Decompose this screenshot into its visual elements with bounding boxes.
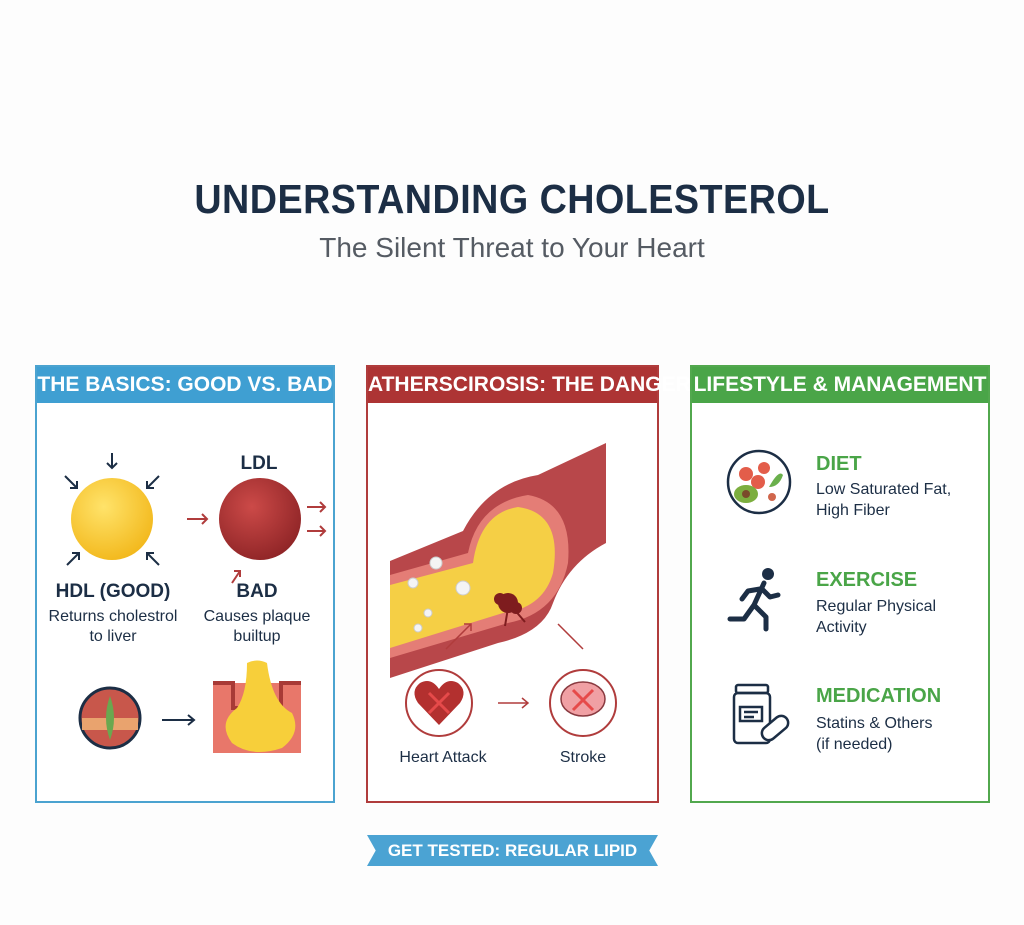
get-tested-banner: GET TESTED: REGULAR LIPID PANEL [367, 835, 658, 866]
running-person-icon [727, 568, 781, 632]
diet-desc-1: Low Saturated Fat, [816, 481, 952, 498]
lifestyle-heading: LIFESTYLE & MANAGEMENT [692, 367, 988, 403]
bad-desc-1: Causes plaque [203, 608, 311, 625]
diet-title: DIET [816, 453, 862, 475]
healthy-artery-icon [78, 686, 142, 750]
blood-clot-icon [494, 593, 526, 627]
bad-desc-2: builtup [233, 628, 281, 645]
diet-desc-2: High Fiber [816, 502, 890, 519]
lifestyle-panel: LIFESTYLE & MANAGEMENT DIET Low Saturate… [690, 365, 990, 803]
stroke-brain-icon [549, 669, 617, 737]
medication-desc-1: Statins & Others [816, 715, 933, 732]
heart-attack-label: Heart Attack [399, 749, 487, 766]
inward-arrows-icon [64, 453, 160, 566]
bad-label: BAD [236, 581, 278, 602]
page-title: UNDERSTANDING CHOLESTEROL [194, 176, 830, 222]
exercise-desc-1: Regular Physical [816, 598, 937, 615]
ldl-particle-icon [219, 478, 301, 560]
artery-plaque-icon [390, 443, 606, 678]
atherosclerosis-illustration [390, 443, 617, 737]
blocked-artery-icon [213, 660, 301, 753]
hdl-particle-icon [71, 478, 153, 560]
ldl-label: LDL [240, 453, 278, 474]
danger-panel: ATHERSCIROSIS: THE DANGER Hea [366, 365, 691, 803]
danger-heading: ATHERSCIROSIS: THE DANGER [368, 367, 691, 403]
exercise-title: EXERCISE [816, 569, 918, 591]
stroke-label: Stroke [559, 749, 607, 766]
hdl-label: HDL (GOOD) [55, 581, 171, 602]
basics-panel: THE BASICS: GOOD VS. BAD [35, 365, 335, 803]
medication-icon [732, 683, 790, 745]
arrow-icon [557, 623, 584, 650]
diet-plate-icon [726, 449, 792, 515]
outward-arrows-icon [187, 501, 327, 584]
medication-desc-2: (if needed) [816, 736, 893, 753]
hdl-desc-1: Returns cholestrol [48, 608, 178, 625]
page-subtitle: The Silent Threat to Your Heart [319, 232, 705, 263]
hdl-desc-2: to liver [89, 628, 137, 645]
arrow-right-icon [162, 714, 196, 726]
arrow-icon [445, 623, 472, 650]
basics-heading: THE BASICS: GOOD VS. BAD [37, 367, 333, 403]
hdl-ldl-illustration [64, 453, 327, 753]
heart-attack-icon [405, 669, 473, 737]
exercise-desc-2: Activity [816, 619, 867, 636]
medication-title: MEDICATION [816, 685, 942, 707]
arrow-right-icon [498, 697, 530, 709]
